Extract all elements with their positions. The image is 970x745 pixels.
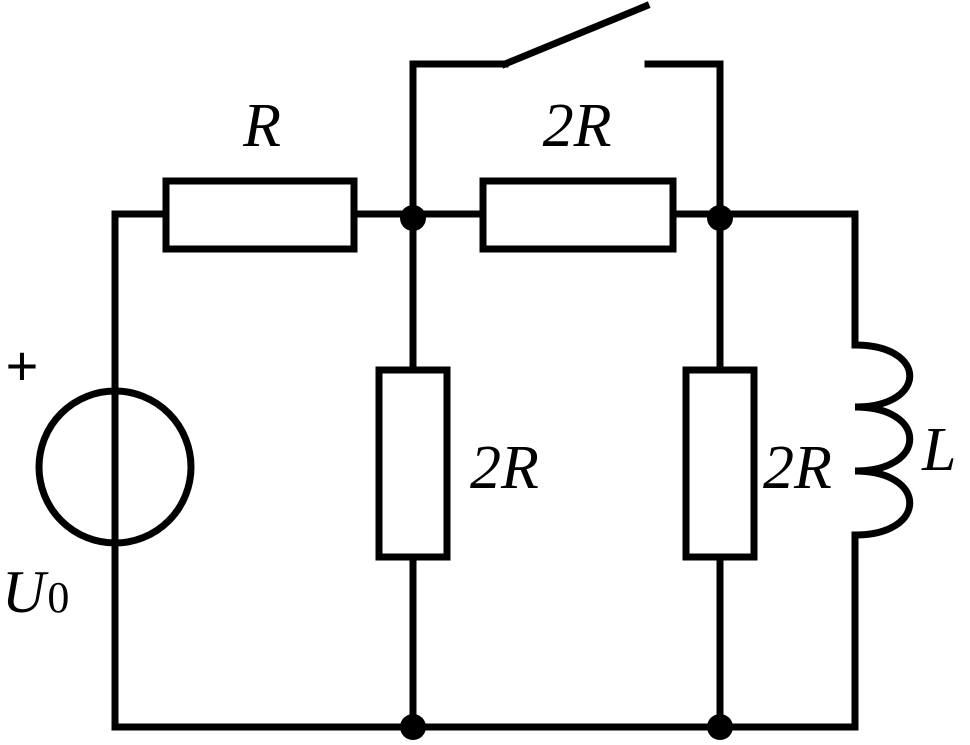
middle-resistor-body <box>479 177 677 253</box>
inductor-coil <box>851 341 914 539</box>
voltage-source-circle <box>35 387 195 547</box>
source-symbol: U <box>2 559 49 625</box>
switch <box>500 1 651 69</box>
left-shunt-resistor-label: 2R <box>470 434 539 502</box>
wiring <box>111 60 859 731</box>
inductor-label: L <box>921 416 956 484</box>
polarity-plus: + <box>6 334 39 397</box>
left-shunt-resistor: 2R <box>375 366 539 561</box>
wire-2r-to-node <box>669 210 859 349</box>
middle-resistor: 2R <box>479 92 677 253</box>
source-subscript: 0 <box>47 573 69 622</box>
node-top-left <box>400 205 426 231</box>
switch-left-wire <box>409 60 509 218</box>
series-resistor-body <box>162 177 358 253</box>
right-shunt-resistor-label: 2R <box>763 434 832 502</box>
right-shunt-resistor: 2R <box>682 366 832 561</box>
inductor: L <box>851 341 956 539</box>
right-shunt-resistor-body <box>682 366 758 561</box>
switch-blade <box>500 1 651 69</box>
source-label: U0 <box>2 559 69 625</box>
left-shunt-resistor-body <box>375 366 451 561</box>
node-bottom-left <box>400 714 426 740</box>
series-resistor-label: R <box>242 92 281 160</box>
middle-resistor-label: 2R <box>543 92 612 160</box>
junction-nodes <box>400 205 733 740</box>
node-top-right <box>707 205 733 231</box>
voltage-source: + U0 <box>2 334 195 625</box>
series-resistor: R <box>162 92 358 253</box>
switch-right-wire <box>644 60 724 218</box>
node-bottom-right <box>707 714 733 740</box>
